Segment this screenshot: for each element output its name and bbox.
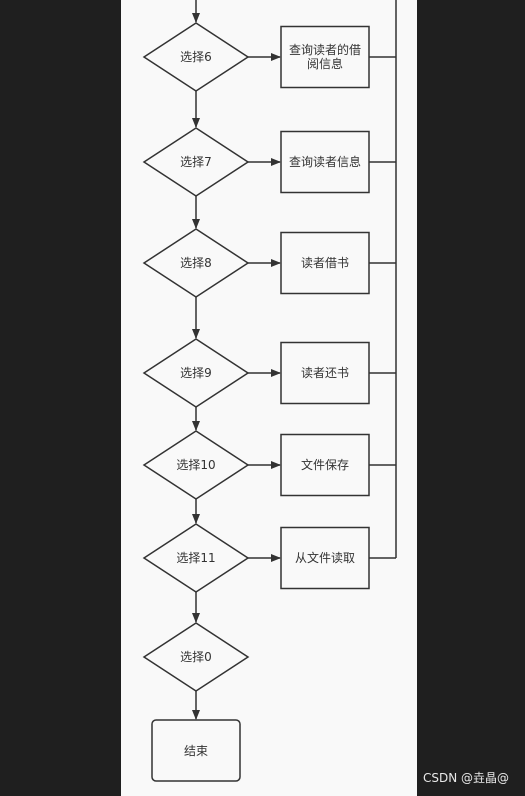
decision-label-d7: 选择7 — [180, 155, 212, 169]
decision-label-d8: 选择8 — [180, 256, 212, 270]
flowchart-svg — [142, 0, 397, 782]
process-label-p6: 查询读者的借阅信息 — [288, 43, 361, 71]
watermark: CSDN @垚晶@ — [422, 771, 509, 785]
process-label-p7: 查询读者信息 — [288, 155, 361, 169]
decision-diamond-d8 — [142, 228, 250, 298]
decision-label-d6: 选择6 — [180, 50, 212, 64]
decision-label-d9: 选择9 — [180, 366, 212, 380]
decision-label-d11: 选择11 — [176, 551, 216, 565]
process-label-p10: 文件保存 — [300, 458, 349, 472]
process-box-p6 — [280, 25, 370, 89]
diagram-canvas: 选择6 查询读者的借阅信息选择7 查询读者信息选择8 读者借书选择9 读者还书选择10 文… — [121, 0, 417, 796]
terminal-label-end: 结束 — [183, 743, 208, 758]
terminal-box-end — [151, 719, 241, 782]
decision-label-d0: 选择0 — [180, 650, 212, 664]
process-box-p9 — [280, 341, 370, 405]
decision-diamond-d6 — [142, 22, 250, 92]
decision-diamond-d9 — [142, 338, 250, 408]
process-box-p7 — [280, 130, 370, 194]
process-box-p8 — [280, 231, 370, 295]
decision-diamond-d7 — [142, 127, 250, 197]
decision-diamond-d10 — [142, 430, 250, 500]
decision-diamond-d11 — [142, 523, 250, 593]
decision-label-d10: 选择10 — [176, 458, 216, 472]
process-box-p11 — [280, 526, 370, 590]
decision-diamond-d0 — [142, 622, 250, 692]
process-box-p10 — [280, 433, 370, 497]
process-label-p8: 读者借书 — [300, 256, 349, 270]
process-label-p11: 从文件读取 — [294, 551, 355, 565]
process-label-p9: 读者还书 — [300, 366, 349, 380]
